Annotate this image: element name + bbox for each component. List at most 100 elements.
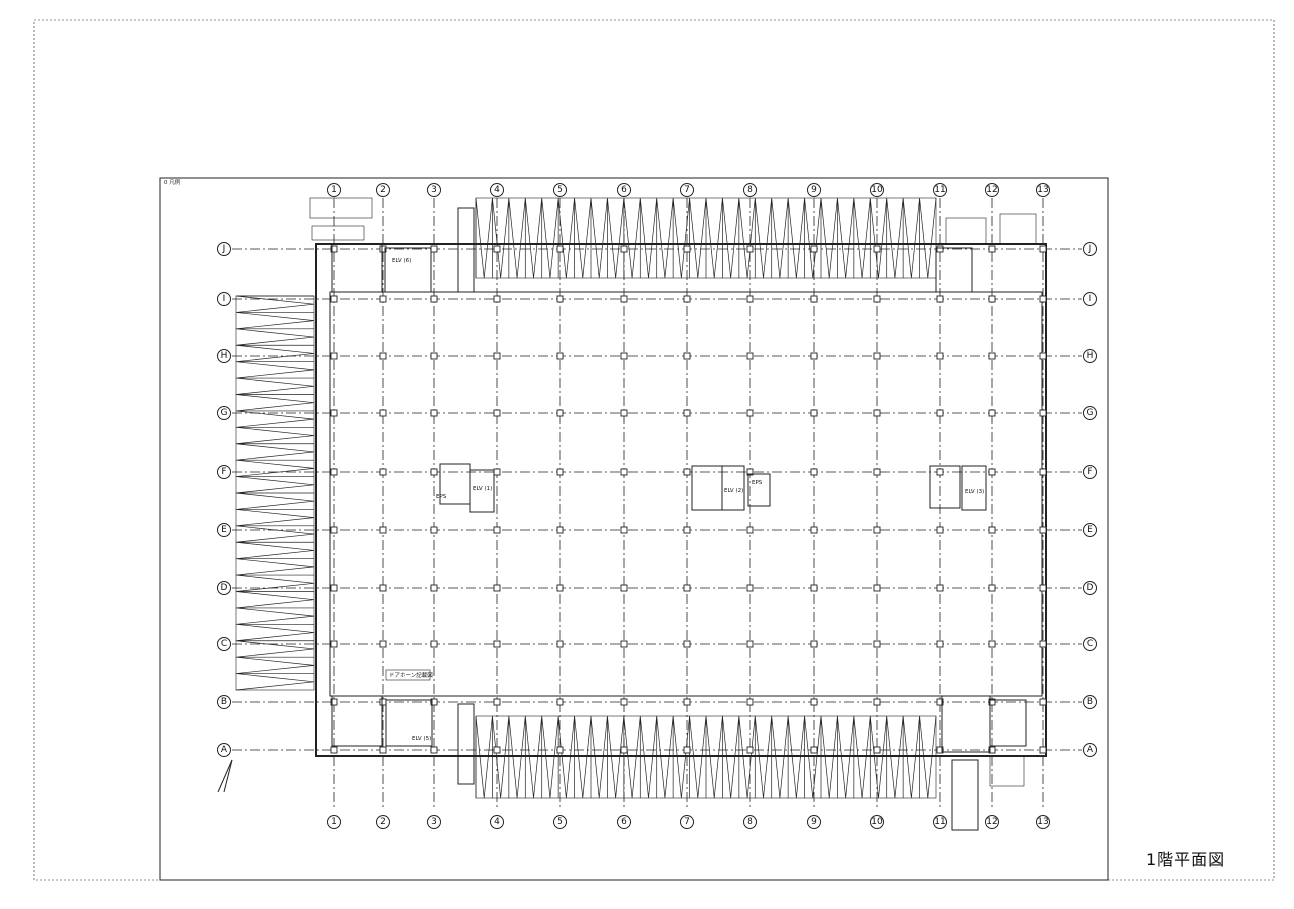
structural-column bbox=[746, 746, 754, 754]
axis-bubble-top-3: 3 bbox=[427, 183, 441, 197]
axis-bubble-top-13: 13 bbox=[1036, 183, 1050, 197]
structural-column bbox=[936, 584, 944, 592]
svg-text:4: 4 bbox=[494, 185, 500, 195]
structural-column bbox=[1039, 526, 1047, 534]
structural-column bbox=[746, 526, 754, 534]
structural-column bbox=[556, 746, 564, 754]
structural-column bbox=[810, 245, 818, 253]
structural-column bbox=[1039, 295, 1047, 303]
axis-bubble-right-H: H bbox=[1083, 349, 1097, 363]
structural-column bbox=[873, 526, 881, 534]
structural-column bbox=[556, 352, 564, 360]
building-inner-wall bbox=[329, 291, 1043, 697]
svg-text:E: E bbox=[1087, 525, 1093, 535]
axis-bubble-right-D: D bbox=[1083, 581, 1097, 595]
structural-column bbox=[683, 409, 691, 417]
structural-column bbox=[430, 245, 438, 253]
structural-column bbox=[746, 409, 754, 417]
structural-column bbox=[988, 245, 996, 253]
svg-text:10: 10 bbox=[871, 817, 883, 827]
structural-column bbox=[556, 409, 564, 417]
svg-text:C: C bbox=[221, 639, 227, 649]
svg-text:I: I bbox=[1089, 294, 1092, 304]
axis-bubble-top-2: 2 bbox=[376, 183, 390, 197]
axis-bubble-top-1: 1 bbox=[327, 183, 341, 197]
structural-column bbox=[873, 584, 881, 592]
structural-column bbox=[430, 584, 438, 592]
structural-column bbox=[493, 468, 501, 476]
structural-column bbox=[620, 468, 628, 476]
structural-column bbox=[683, 640, 691, 648]
svg-text:1: 1 bbox=[331, 185, 337, 195]
structural-column bbox=[746, 640, 754, 648]
svg-text:ELV (3): ELV (3) bbox=[965, 489, 984, 495]
structural-column bbox=[493, 526, 501, 534]
svg-text:A: A bbox=[1087, 745, 1094, 755]
axis-bubble-bottom-11: 11 bbox=[933, 815, 947, 829]
structural-column bbox=[988, 640, 996, 648]
structural-column bbox=[810, 584, 818, 592]
legend-note: 0 凡例 bbox=[164, 178, 181, 186]
structural-column bbox=[988, 698, 996, 706]
structural-column bbox=[493, 640, 501, 648]
svg-text:13: 13 bbox=[1037, 185, 1048, 195]
svg-text:2: 2 bbox=[380, 185, 386, 195]
svg-text:8: 8 bbox=[747, 817, 753, 827]
axis-bubble-bottom-10: 10 bbox=[870, 815, 884, 829]
svg-text:EPS: EPS bbox=[752, 480, 763, 486]
axis-bubble-bottom-13: 13 bbox=[1036, 815, 1050, 829]
structural-column bbox=[936, 640, 944, 648]
structural-column bbox=[873, 295, 881, 303]
axis-bubble-top-6: 6 bbox=[617, 183, 631, 197]
axis-bubble-bottom-3: 3 bbox=[427, 815, 441, 829]
svg-text:9: 9 bbox=[811, 817, 817, 827]
svg-text:11: 11 bbox=[934, 185, 945, 195]
svg-text:11: 11 bbox=[934, 817, 945, 827]
structural-column bbox=[810, 746, 818, 754]
svg-text:12: 12 bbox=[986, 185, 997, 195]
structural-column bbox=[330, 245, 338, 253]
axis-bubble-top-12: 12 bbox=[985, 183, 999, 197]
structural-column bbox=[936, 468, 944, 476]
structural-column bbox=[556, 245, 564, 253]
structural-column bbox=[620, 526, 628, 534]
structural-column bbox=[746, 584, 754, 592]
elevator-core-mid-left: ELV (1) EPS bbox=[436, 463, 495, 513]
structural-column bbox=[1039, 468, 1047, 476]
axis-bubble-left-D: D bbox=[217, 581, 231, 595]
structural-column bbox=[556, 698, 564, 706]
axis-bubble-bottom-7: 7 bbox=[680, 815, 694, 829]
svg-text:EPS: EPS bbox=[436, 494, 447, 500]
structural-column bbox=[330, 295, 338, 303]
elevator-core-bottom-left: ELV (5) ドアホーン記載図 bbox=[331, 669, 433, 747]
svg-text:6: 6 bbox=[621, 185, 627, 195]
axis-bubble-top-5: 5 bbox=[553, 183, 567, 197]
svg-text:6: 6 bbox=[621, 817, 627, 827]
structural-column bbox=[493, 409, 501, 417]
structural-column bbox=[330, 746, 338, 754]
structural-column bbox=[873, 640, 881, 648]
structural-column bbox=[620, 584, 628, 592]
structural-column bbox=[936, 245, 944, 253]
structural-column bbox=[810, 526, 818, 534]
svg-text:3: 3 bbox=[431, 817, 437, 827]
axis-bubble-top-4: 4 bbox=[490, 183, 504, 197]
structural-column bbox=[620, 409, 628, 417]
structural-column bbox=[556, 584, 564, 592]
structural-column bbox=[988, 295, 996, 303]
axis-bubble-right-F: F bbox=[1083, 465, 1097, 479]
structural-column bbox=[683, 245, 691, 253]
structural-column bbox=[936, 295, 944, 303]
structural-column bbox=[810, 468, 818, 476]
axis-bubble-left-B: B bbox=[217, 695, 231, 709]
structural-column bbox=[1039, 352, 1047, 360]
structural-column bbox=[683, 468, 691, 476]
structural-column bbox=[430, 746, 438, 754]
svg-text:3: 3 bbox=[431, 185, 437, 195]
structural-column bbox=[683, 526, 691, 534]
structural-column bbox=[873, 352, 881, 360]
structural-column bbox=[683, 746, 691, 754]
structural-column bbox=[683, 698, 691, 706]
structural-column bbox=[620, 352, 628, 360]
svg-text:5: 5 bbox=[557, 185, 563, 195]
